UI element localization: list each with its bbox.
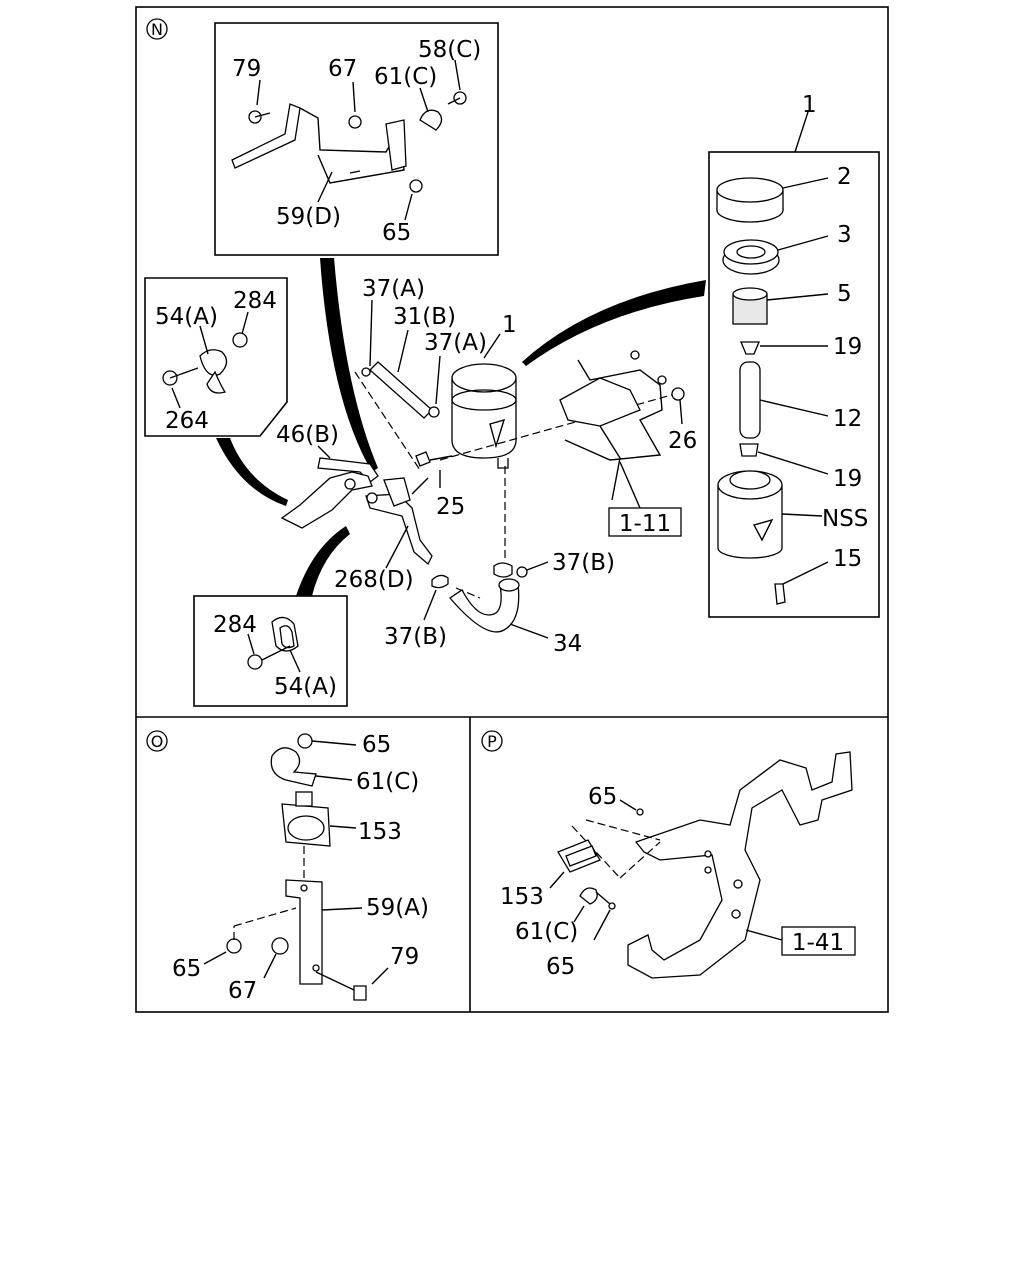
main-assembly: [280, 299, 685, 639]
reference-label-1-41: 1-41: [792, 930, 844, 956]
label-59d: 59(D): [276, 204, 341, 230]
label-1-top: 1: [802, 92, 817, 118]
label-o-61c: 61(C): [356, 769, 419, 795]
svg-text:P: P: [487, 732, 497, 751]
label-o-59a: 59(A): [366, 895, 429, 921]
label-46b: 46(B): [276, 422, 339, 448]
label-284-lower: 284: [213, 612, 257, 638]
label-37a-lower: 37(A): [424, 330, 487, 356]
reference-box-1-11[interactable]: 1-11: [608, 461, 682, 537]
svg-text:N: N: [151, 20, 163, 39]
detail-inset-reservoir: [708, 111, 880, 618]
section-o-assembly: [203, 733, 389, 1001]
label-p-65-top: 65: [588, 784, 617, 810]
label-19-lower: 19: [833, 466, 862, 492]
label-5: 5: [837, 281, 852, 307]
label-61c: 61(C): [374, 64, 437, 90]
label-264: 264: [165, 408, 209, 434]
label-54a-upper: 54(A): [155, 304, 218, 330]
detail-inset-clamp-upper: [144, 277, 288, 437]
section-marker-n: N: [146, 18, 168, 40]
label-p-65-bottom: 65: [546, 954, 575, 980]
label-65: 65: [382, 220, 411, 246]
label-o-65-top: 65: [362, 732, 391, 758]
label-54a-lower: 54(A): [274, 674, 337, 700]
label-p-153: 153: [500, 884, 544, 910]
svg-text:O: O: [151, 732, 164, 751]
label-26: 26: [668, 428, 697, 454]
callout-arcs: [216, 258, 706, 596]
label-79: 79: [232, 56, 261, 82]
section-marker-p: P: [481, 730, 503, 752]
reference-label-1-11: 1-11: [619, 511, 671, 537]
label-3: 3: [837, 222, 852, 248]
label-o-67: 67: [228, 978, 257, 1004]
label-15: 15: [833, 546, 862, 572]
label-p-61c: 61(C): [515, 919, 578, 945]
detail-inset-clamp-lower: [193, 595, 348, 707]
label-o-65-bottom: 65: [172, 956, 201, 982]
label-nss: NSS: [822, 506, 868, 532]
label-1-main: 1: [502, 312, 517, 338]
label-o-79: 79: [390, 944, 419, 970]
label-25: 25: [436, 494, 465, 520]
label-37b-right: 37(B): [552, 550, 615, 576]
detail-inset-bracket: [214, 22, 499, 256]
section-p-assembly: [549, 751, 853, 979]
label-o-153: 153: [358, 819, 402, 845]
section-marker-o: O: [146, 730, 168, 752]
label-58c: 58(C): [418, 37, 481, 63]
label-67: 67: [328, 56, 357, 82]
label-2: 2: [837, 164, 852, 190]
label-19-upper: 19: [833, 334, 862, 360]
label-12: 12: [833, 406, 862, 432]
reference-box-1-41[interactable]: 1-41: [781, 926, 856, 956]
diagram-frames: [135, 6, 889, 1013]
label-268d: 268(D): [334, 567, 414, 593]
label-37a-upper: 37(A): [362, 276, 425, 302]
label-284-upper: 284: [233, 288, 277, 314]
label-37b-left: 37(B): [384, 624, 447, 650]
label-34: 34: [553, 631, 582, 657]
label-31b: 31(B): [393, 304, 456, 330]
